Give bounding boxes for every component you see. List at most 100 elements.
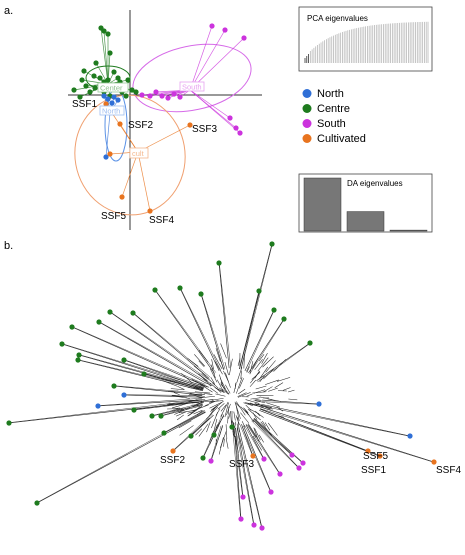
da-inset-title: DA eigenvalues bbox=[347, 179, 403, 188]
legend-swatch bbox=[303, 134, 312, 143]
centre-edge bbox=[114, 386, 202, 394]
south-point bbox=[222, 27, 227, 32]
centre-node bbox=[229, 424, 234, 429]
centre-node bbox=[75, 357, 80, 362]
network-mesh-line bbox=[265, 380, 279, 385]
dapc-scatter: Center North South cult SSF1 SSF2 SSF3 S… bbox=[65, 10, 262, 230]
centre-point bbox=[125, 77, 130, 82]
centre-node bbox=[211, 432, 216, 437]
centre-node bbox=[158, 413, 163, 418]
centre-point bbox=[79, 77, 84, 82]
centre-node bbox=[256, 288, 261, 293]
ssf1-label: SSF1 bbox=[72, 99, 97, 110]
network-mesh-line bbox=[247, 394, 253, 396]
network-mesh-line bbox=[234, 384, 236, 393]
south-cluster-label: South bbox=[182, 83, 202, 92]
network-mesh-line bbox=[258, 358, 268, 371]
north-node bbox=[316, 401, 321, 406]
neighbor-net: SSF2 SSF3 SSF5 SSF1 SSF4 bbox=[6, 241, 461, 530]
network-mesh-line bbox=[229, 411, 231, 418]
net-ssf2-label: SSF2 bbox=[160, 455, 185, 466]
centre-point bbox=[97, 75, 102, 80]
da-eigenvalues-inset: DA eigenvalues bbox=[299, 174, 432, 232]
south-point bbox=[227, 115, 232, 120]
network-mesh-line bbox=[206, 421, 210, 432]
north-node bbox=[407, 433, 412, 438]
network-mesh-line bbox=[260, 397, 273, 400]
network-mesh-line bbox=[199, 361, 204, 367]
centre-edge bbox=[133, 313, 209, 378]
da-bar bbox=[304, 178, 341, 231]
network-mesh-line bbox=[224, 439, 225, 447]
legend-label: Cultivated bbox=[317, 133, 366, 145]
south-node bbox=[238, 516, 243, 521]
centre-edge bbox=[110, 312, 207, 381]
network-mesh-line bbox=[216, 409, 220, 416]
centre-point bbox=[105, 31, 110, 36]
south-point bbox=[139, 92, 144, 97]
network-mesh-line bbox=[238, 389, 245, 394]
centre-edge bbox=[110, 312, 208, 380]
legend-label: South bbox=[317, 118, 346, 130]
north-node bbox=[121, 392, 126, 397]
legend-label: North bbox=[317, 88, 344, 100]
south-edge bbox=[234, 428, 241, 519]
centre-node bbox=[34, 500, 39, 505]
centre-edge bbox=[72, 327, 205, 385]
centre-edge bbox=[99, 322, 206, 383]
north-point bbox=[105, 96, 110, 101]
centre-point bbox=[91, 73, 96, 78]
ssf2-label: SSF2 bbox=[128, 120, 153, 131]
centre-node bbox=[107, 309, 112, 314]
south-point bbox=[147, 93, 152, 98]
network-mesh-line bbox=[252, 392, 266, 393]
network-mesh-line bbox=[225, 373, 230, 388]
centre-edge bbox=[79, 355, 203, 389]
network-mesh-line bbox=[234, 412, 236, 421]
network-mesh-line bbox=[226, 439, 228, 449]
centre-node bbox=[6, 420, 11, 425]
centre-point bbox=[115, 75, 120, 80]
centre-cluster-label: Center bbox=[100, 84, 123, 93]
centre-edge bbox=[219, 263, 230, 368]
south-spoke bbox=[190, 90, 230, 118]
south-edge bbox=[252, 421, 299, 468]
centre-node bbox=[269, 241, 274, 246]
centre-node bbox=[141, 371, 146, 376]
network-mesh-line bbox=[171, 389, 184, 390]
south-edge bbox=[254, 418, 303, 463]
net-ssf4-label: SSF4 bbox=[436, 465, 461, 476]
centre-node bbox=[200, 455, 205, 460]
centre-edge bbox=[180, 288, 220, 370]
south-point bbox=[241, 35, 246, 40]
ssf4-label: SSF4 bbox=[149, 215, 174, 226]
network-mesh-line bbox=[263, 387, 272, 392]
network-mesh-line bbox=[244, 409, 248, 415]
network-mesh-line bbox=[221, 343, 227, 358]
centre-edge bbox=[239, 291, 259, 369]
cultivated-node bbox=[431, 459, 436, 464]
south-node bbox=[251, 522, 256, 527]
north-edge bbox=[261, 404, 410, 436]
south-node bbox=[289, 452, 294, 457]
centre-node bbox=[161, 430, 166, 435]
network-mesh-line bbox=[236, 377, 242, 393]
centre-node bbox=[271, 307, 276, 312]
centre-point bbox=[105, 77, 110, 82]
network-mesh-line bbox=[241, 371, 242, 379]
centre-node bbox=[152, 287, 157, 292]
centre-point bbox=[71, 87, 76, 92]
cult-spoke bbox=[138, 152, 150, 211]
north-point bbox=[115, 97, 120, 102]
cult-point bbox=[117, 121, 122, 126]
da-bar bbox=[390, 230, 427, 231]
south-edge bbox=[253, 419, 303, 463]
centre-point bbox=[123, 93, 128, 98]
panel-a-label: a. bbox=[4, 5, 13, 17]
network-mesh-line bbox=[235, 422, 236, 428]
ssf3-label: SSF3 bbox=[192, 124, 217, 135]
south-node bbox=[277, 471, 282, 476]
centre-edge bbox=[72, 327, 205, 386]
